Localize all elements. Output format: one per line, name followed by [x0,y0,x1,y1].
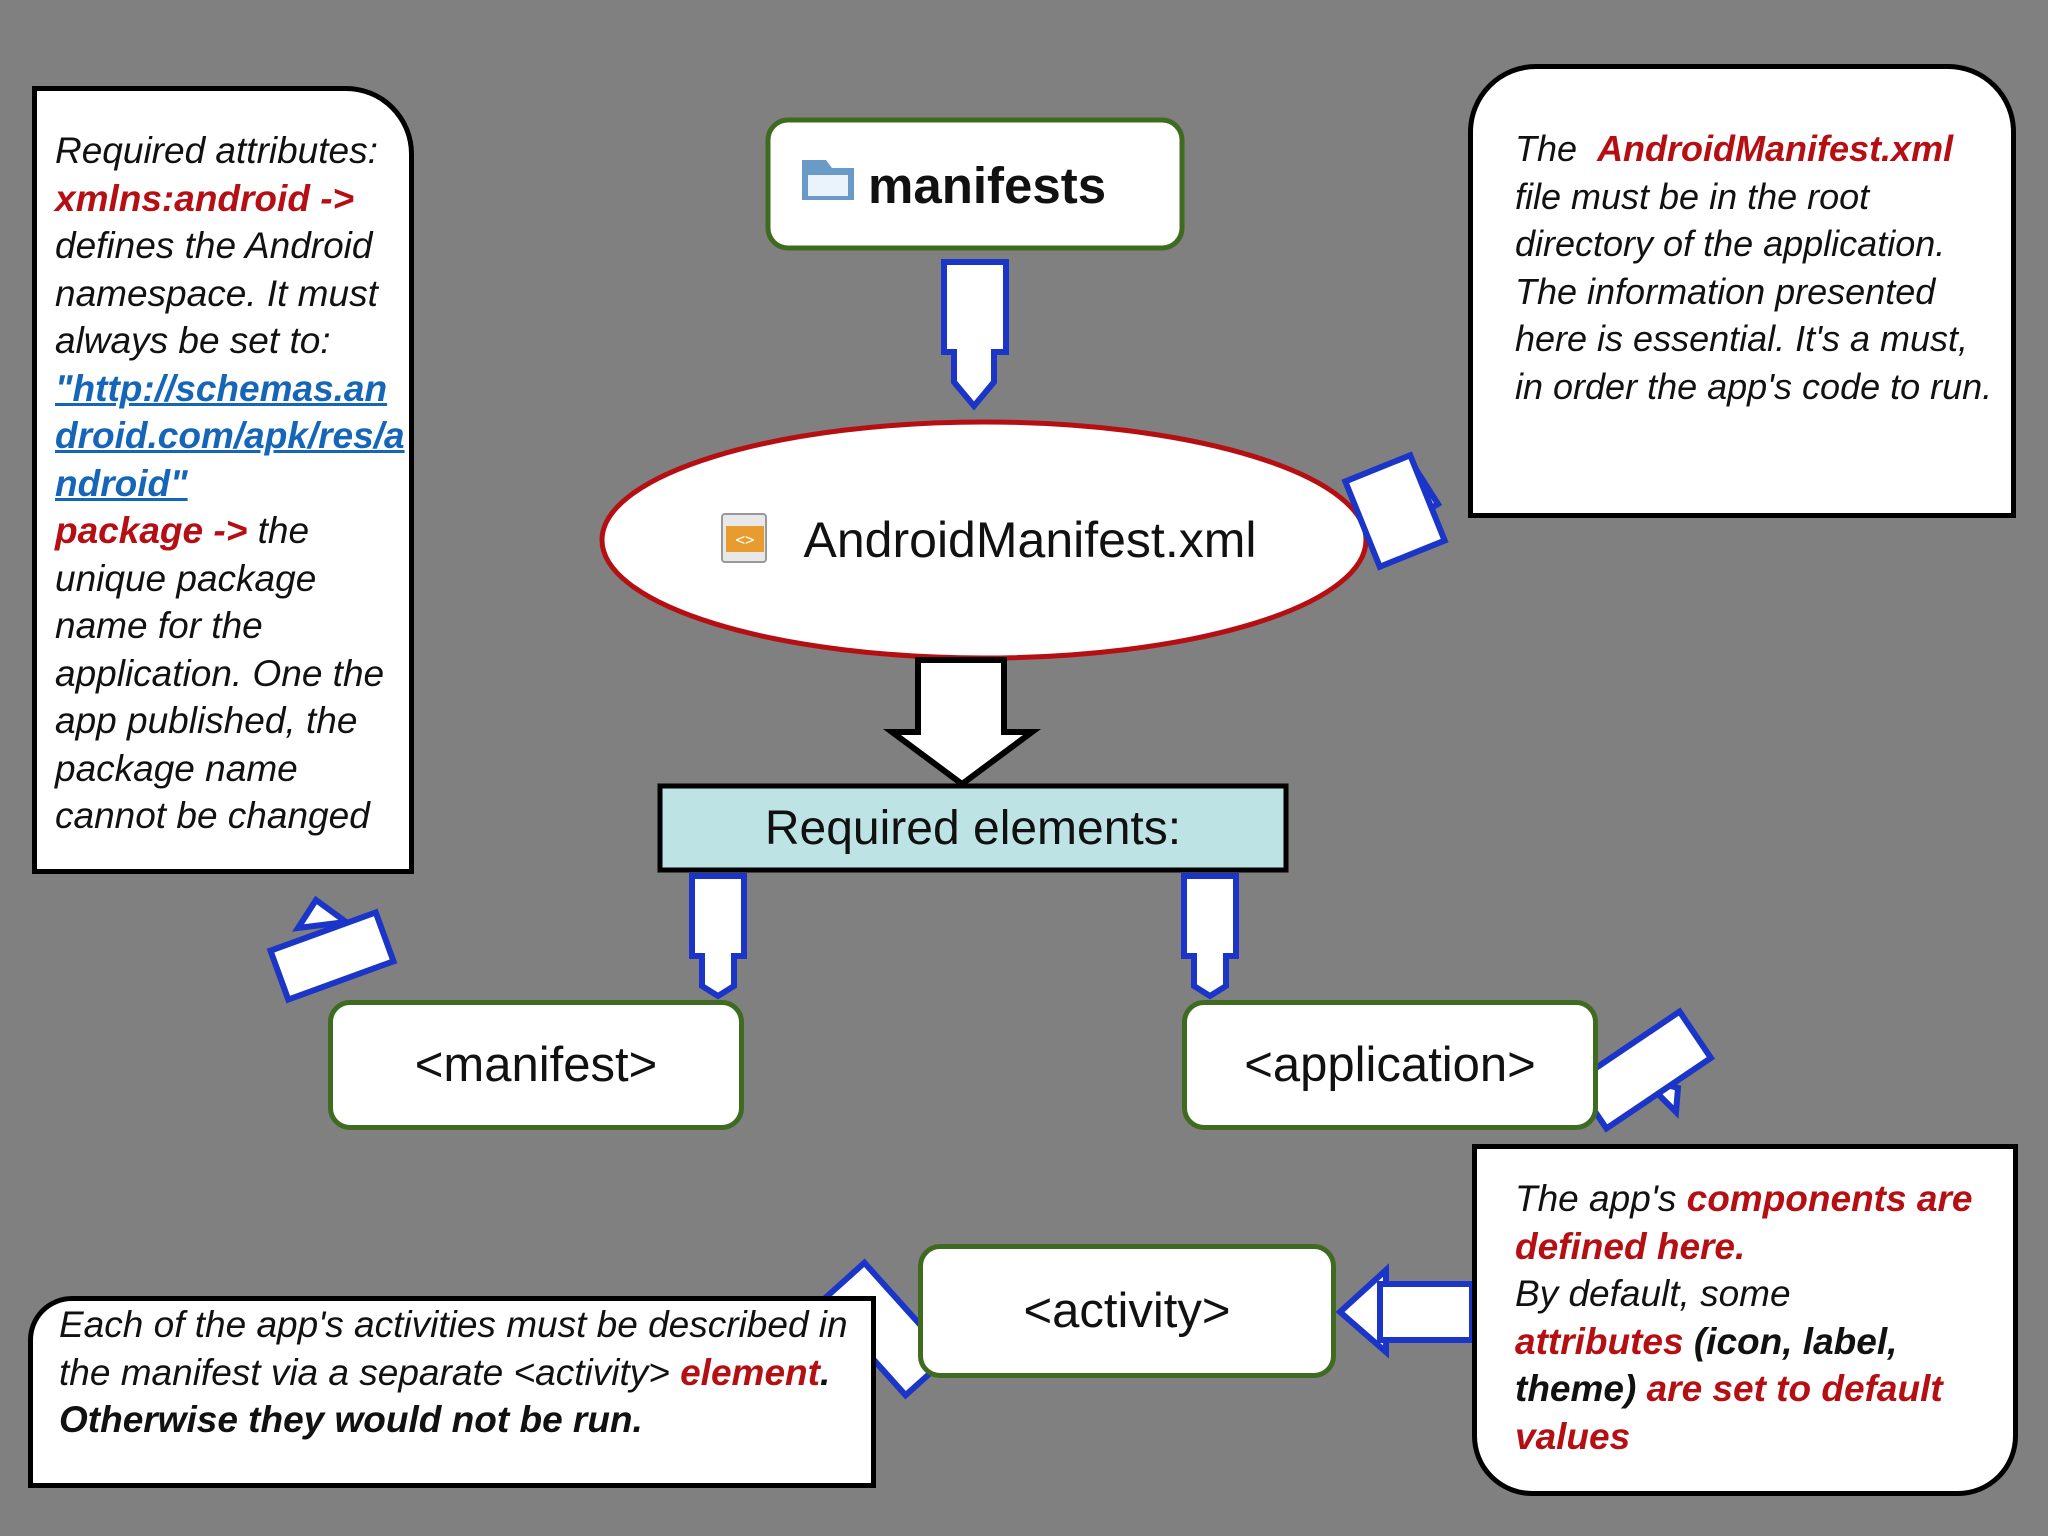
schema-url-link[interactable]: "http://schemas.android.com/apk/res/andr… [55,367,405,504]
note-manifest-filename: AndroidManifest.xml [1597,128,1954,169]
note-element-word: element [680,1351,820,1393]
arrow-required-to-application [1181,873,1239,1000]
note-by-default: By default, some [1515,1273,1791,1314]
note-components-defined: components are defined here. [1515,1178,1973,1267]
arrow-manifests-to-xml [941,259,1009,411]
arrow-required-to-manifest [689,873,747,1000]
note-package-desc: the unique package name for the applicat… [55,510,385,836]
required-attributes-note: Required attributes: xmlns:android -> de… [32,86,414,874]
note-xmlns-key: xmlns:android -> [55,177,355,219]
note-apps: The app's [1515,1178,1677,1219]
androidmanifest-label: AndroidManifest.xml [803,512,1257,568]
required-elements-box [657,783,1289,873]
note-required-attributes-title: Required attributes: [55,130,378,171]
note-manifest-location-text: file must be in the root directory of th… [1515,175,1993,407]
xml-file-icon: <> [721,513,767,563]
note-package-key: package -> [55,510,248,551]
required-elements-label: Required elements: [764,801,1182,855]
note-the: The [1515,128,1578,169]
manifest-element-node: <manifest> [328,1000,744,1130]
arrow-xml-to-required [882,657,1042,788]
arrow-manifest-to-left-note [266,895,398,1004]
svg-text:<>: <> [735,530,754,549]
manifest-location-note: The AndroidManifest.xml file must be in … [1468,64,2016,518]
folder-icon [802,160,854,200]
manifests-node-box [765,117,1185,251]
activity-note: Each of the app's activities must be des… [28,1296,876,1488]
note-xmlns-desc: defines the Android namespace. It must a… [55,225,378,361]
application-element-node: <application> [1182,1000,1598,1130]
note-attributes: attributes [1515,1320,1684,1362]
note-activities-text: Each of the app's activities must be des… [59,1304,848,1393]
components-note: The app's components are defined here. B… [1472,1144,2018,1496]
note-attribute-list: (icon, label, theme) [1515,1320,1898,1410]
note-default-values: are set to default values [1515,1368,1943,1457]
note-otherwise: . Otherwise they would not be run. [59,1351,831,1441]
manifests-label: manifests [868,156,1107,214]
activity-element-node: <activity> [918,1244,1336,1378]
